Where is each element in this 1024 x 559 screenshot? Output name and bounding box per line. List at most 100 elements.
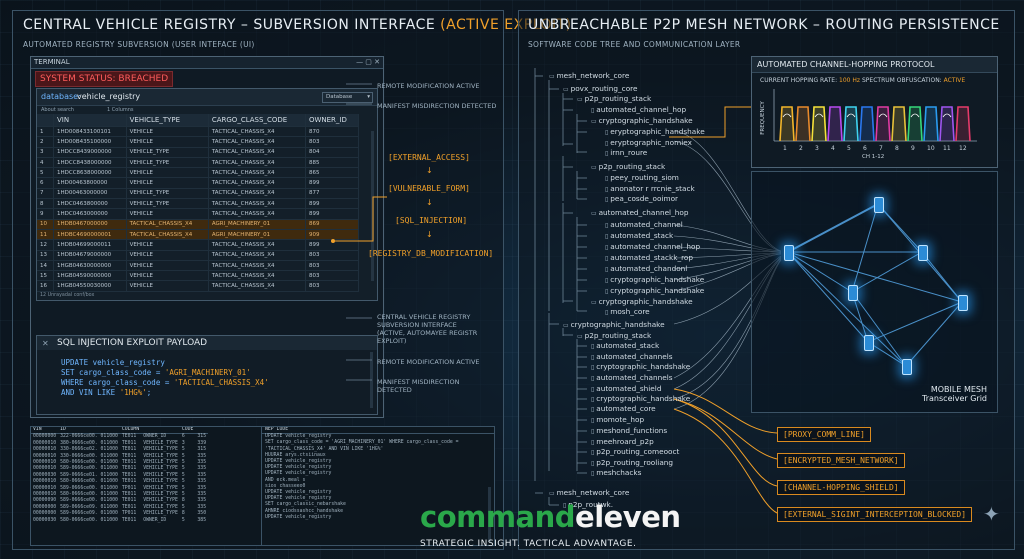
payload-title: SQL INJECTION EXPLOIT PAYLOAD [57, 338, 208, 348]
tree-node[interactable]: ▯ meshchacks [591, 468, 641, 477]
tree-node[interactable]: ▯ p2p_routwk. [563, 500, 613, 509]
tree-node[interactable]: ▯ meshond_functions [591, 426, 667, 435]
file-icon: ▯ [591, 386, 597, 393]
tree-node[interactable]: ▯ irnn_roure [605, 148, 647, 157]
tag-encrypted-mesh: [ENCRYPTED_MESH_NETWORK] [777, 453, 905, 468]
terminal-titlebar[interactable]: TERMINAL — ▢ ✕ [31, 57, 383, 69]
tree-node[interactable]: ▯ automated_channel_hop [605, 242, 700, 251]
table-cell: VEHICLE [126, 250, 209, 261]
tree-node[interactable]: ▭ p2p_routing_stack [577, 331, 651, 340]
tree-node[interactable]: ▯ pea_cosde_ooimor [605, 194, 678, 203]
scrollbar[interactable] [488, 487, 491, 542]
tree-node[interactable]: ▯ eryptographic_nomiex [605, 138, 692, 147]
tree-node[interactable]: ▭ p2p_routing_stack [577, 94, 651, 103]
tree-node[interactable]: ▯ automated_channels [591, 373, 673, 382]
mesh-node[interactable] [784, 245, 794, 261]
payload-line: UPDATE vehicle_registry [61, 358, 165, 367]
tree-node[interactable]: ▭ cryptographic_handshake [591, 297, 693, 306]
database-select[interactable]: Database ▾ [322, 92, 373, 103]
window-controls[interactable]: — ▢ ✕ [356, 58, 380, 66]
mesh-node[interactable] [864, 335, 874, 351]
tree-node[interactable]: ▯ automated_chandonl [605, 264, 687, 273]
tree-node[interactable]: ▯ cryptographic_handshake [605, 275, 704, 284]
tree-node[interactable]: ▯ automated_channel [605, 220, 683, 229]
tree-node[interactable]: ▯ automated_stack [591, 341, 659, 350]
mesh-node[interactable] [918, 245, 928, 261]
tree-node[interactable]: ▯ eryptographic_handshake [605, 127, 705, 136]
column-header[interactable]: VEHICLE_TYPE [126, 114, 209, 127]
mesh-node[interactable] [902, 359, 912, 375]
tree-node[interactable]: ▭ p2p_routing_stack [591, 162, 665, 171]
table-cell: TACTICAL_CHASSIS_X4 [208, 270, 306, 282]
columns-meta: 1 Columns [107, 107, 134, 113]
chain-sql-injection: [SQL_INJECTION] [395, 216, 468, 225]
tree-node[interactable]: ▭ automated_channel_hop [591, 208, 688, 217]
tree-node[interactable]: ▯ automated_stack [605, 231, 673, 240]
log-cell: 335 [197, 472, 207, 478]
log-cell: 6 [181, 434, 185, 440]
folder-icon: ▭ [591, 210, 599, 217]
close-icon[interactable]: ✕ [42, 339, 49, 348]
log-cell: 335 [197, 453, 207, 459]
tree-node[interactable]: ▭ povx_routing_core [563, 84, 638, 93]
tree-node[interactable]: ▭ cryptographic_handshake [563, 320, 665, 329]
tree-node[interactable]: ▯ peey_routing_siom [605, 173, 679, 182]
channel-label: 7 [879, 145, 883, 152]
file-icon: ▯ [605, 309, 611, 316]
tree-node[interactable]: ▯ automated_core [591, 404, 656, 413]
code-log-line: UPDATE vehicle_registry [265, 496, 332, 502]
mesh-node[interactable] [958, 295, 968, 311]
tree-node[interactable]: ▯ p2p_routing_rooliang [591, 458, 673, 467]
tree-node[interactable]: ▯ momote_hop [591, 415, 644, 424]
column-header[interactable]: CARGO_CLASS_CODE [208, 114, 306, 127]
column-header[interactable]: OWNER_ID [305, 114, 360, 127]
registry-table-header: VIN VEHICLE_TYPE CARGO_CLASS_CODE OWNER_… [37, 114, 360, 127]
payload-header: ✕ SQL INJECTION EXPLOIT PAYLOAD [37, 336, 377, 350]
tree-node[interactable]: ▯ automated_channels [591, 352, 673, 361]
log-cell: TE011 [121, 517, 137, 523]
column-header[interactable]: VIN [53, 114, 127, 127]
tag-channel-hopping-shield: [CHANNEL-HOPPING_SHIELD] [777, 480, 905, 495]
tree-node[interactable]: ▯ meehroard_p2p [591, 437, 654, 446]
mesh-node[interactable] [848, 285, 858, 301]
table-cell: 869 [305, 219, 360, 230]
folder-icon: ▭ [549, 73, 557, 80]
tree-node[interactable]: ▯ cryptographic_handshake [605, 286, 704, 295]
tree-node[interactable]: ▯ anonator r rrcnie_stack [605, 184, 695, 193]
tree-node[interactable]: ▯ cryptographic_handshake [591, 394, 690, 403]
log-cell: 8 [181, 511, 185, 517]
mesh-node[interactable] [874, 197, 884, 213]
tree-node[interactable]: ▯ mosh_core [605, 307, 650, 316]
tree-node[interactable]: ▯ automated_channel_hop [591, 105, 686, 114]
tree-node-label: eryptographic_handshake [610, 127, 705, 136]
log-cell: 580-0666ce00. 011000 [60, 460, 118, 466]
tree-node[interactable]: ▯ cryptographic_handshake [591, 362, 690, 371]
tree-node[interactable]: ▭ cryptographic_handshake [591, 116, 693, 125]
mesh-label-title: MOBILE MESH [930, 385, 987, 394]
log-cell: 5 [181, 453, 185, 459]
tree-node[interactable]: ▭ mesh_network_core [549, 488, 629, 497]
tree-node[interactable]: ▭ mesh_network_core [549, 71, 629, 80]
tree-node[interactable]: ▯ automated_stackk_rop [605, 253, 693, 262]
tree-node[interactable]: ▯ automated_shield [591, 384, 661, 393]
tree-node[interactable]: ▯ p2p_routing_comeooct [591, 447, 679, 456]
file-icon: ▯ [605, 288, 611, 295]
